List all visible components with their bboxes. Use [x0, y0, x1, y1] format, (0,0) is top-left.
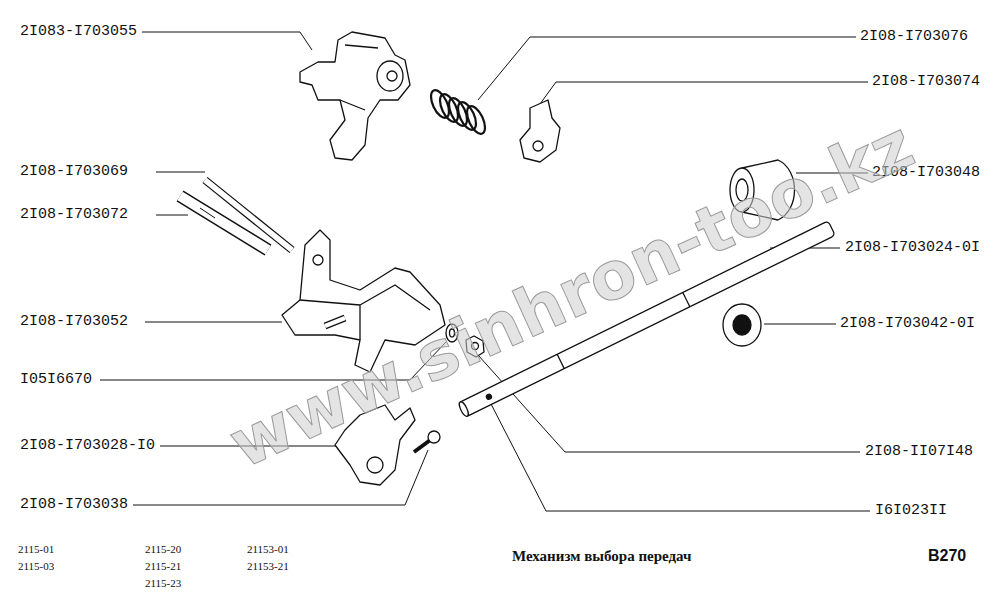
spring [427, 87, 488, 136]
bracket-stud [325, 318, 345, 326]
model-code: 2115-01 [18, 543, 54, 556]
part-number: 2I08-I703076 [860, 28, 968, 46]
bearing [723, 304, 761, 346]
part-number: 2I08-I703038 [20, 496, 128, 514]
leader-line [156, 172, 205, 173]
model-code: 2115-20 [145, 543, 181, 556]
lever-edge [340, 45, 378, 110]
part-number: 2I08-I703042-0I [840, 315, 975, 333]
leader-line [764, 324, 836, 325]
part-number: 2I083-I703055 [20, 23, 137, 41]
model-code: 21153-21 [247, 560, 289, 573]
screw-head [428, 431, 440, 443]
part-number: 2I08-I703069 [20, 163, 128, 181]
part-number: 2I08-I703028-I0 [20, 437, 155, 455]
part-number: 2I08-I703074 [872, 73, 980, 91]
axle-outline [180, 196, 268, 250]
bracket-stud-face [325, 318, 345, 326]
lever-hole [387, 71, 397, 81]
leader-line [478, 37, 856, 100]
part-number: 2I08-II07I48 [865, 443, 973, 461]
model-code: 21153-01 [247, 543, 289, 556]
lever-boss [377, 61, 403, 91]
leader-lines [100, 32, 870, 511]
model-code: 2115-23 [145, 577, 181, 590]
leader-line [540, 82, 868, 104]
leader-line [145, 322, 282, 323]
axle-flat [200, 208, 215, 218]
selector-lever [300, 32, 410, 160]
leader-line [490, 402, 870, 511]
page-code: B270 [928, 547, 966, 565]
part-number: 2I08-I703052 [20, 313, 128, 331]
diagram-title: Механизм выбора передач [512, 547, 691, 565]
leader-line [142, 32, 312, 50]
lock-plate [520, 100, 560, 162]
plate-hole [533, 141, 543, 151]
axle [180, 196, 268, 250]
model-code: 2115-21 [145, 560, 181, 573]
part-number: 2I08-I703024-0I [845, 239, 980, 257]
part-number: I6I023II [875, 502, 947, 520]
leader-line [156, 215, 188, 216]
part-number: I05I6670 [20, 371, 92, 389]
model-code: 2115-03 [18, 560, 54, 573]
shift-lever-hole [367, 457, 383, 473]
part-number: 2I08-I703072 [20, 206, 128, 224]
bearing-bore [733, 315, 751, 335]
bracket-hole [313, 255, 323, 265]
